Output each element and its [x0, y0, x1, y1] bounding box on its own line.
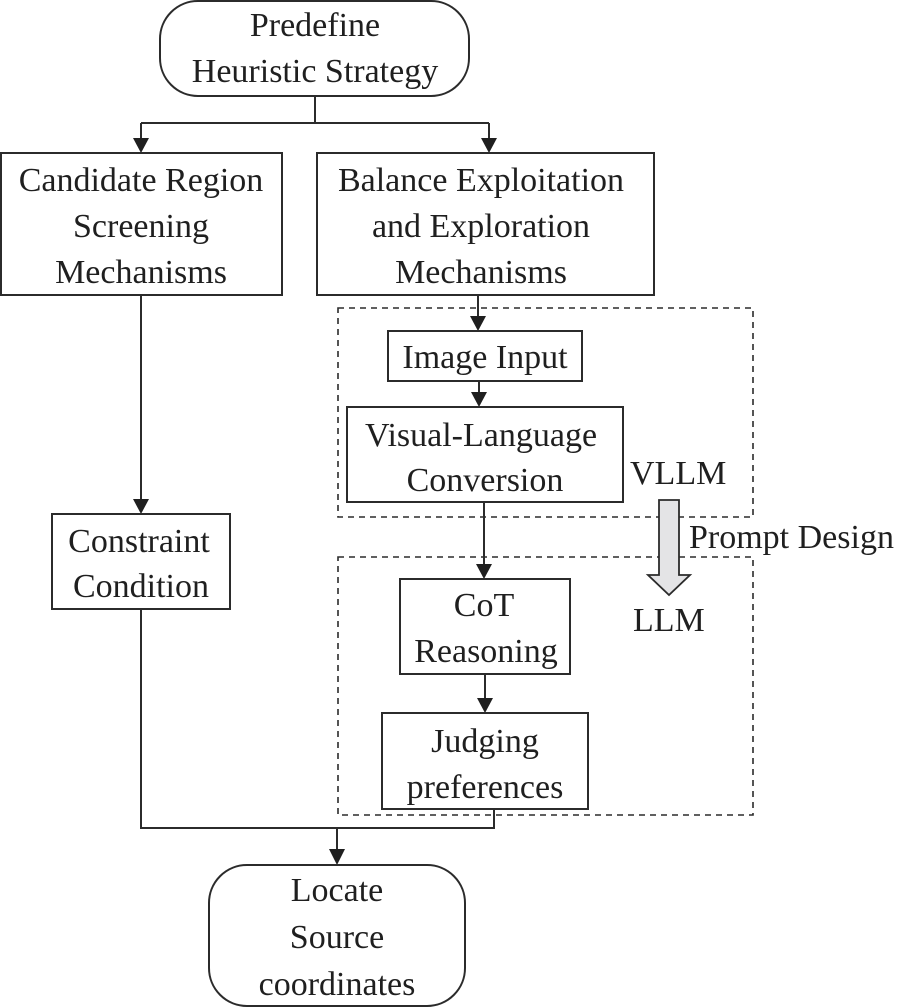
node-cot: CoT Reasoning — [399, 578, 571, 675]
connectors — [133, 96, 497, 865]
balance-line-3: Mechanisms — [395, 254, 567, 291]
candidate-line-2: Screening — [73, 208, 209, 245]
visual-language-line-2: Conversion — [407, 462, 564, 499]
cot-line-1: CoT — [454, 587, 515, 624]
node-locate: Locate Source coordinates — [208, 864, 466, 1007]
balance-line-1: Balance Exploitation — [338, 162, 624, 199]
locate-line-2: Source — [290, 919, 384, 956]
arrowhead-constraint — [133, 499, 149, 514]
arrowhead-cot — [476, 564, 492, 579]
cot-line-2: Reasoning — [414, 633, 558, 670]
visual-language-line-1: Visual-Language — [365, 417, 597, 454]
arrowhead-judging — [477, 698, 493, 713]
balance-line-2: and Exploration — [372, 208, 590, 245]
judging-box — [381, 712, 589, 810]
node-constraint: Constraint Condition — [51, 513, 231, 610]
locate-line-1: Locate — [291, 872, 384, 909]
prompt-design-arrow-icon — [645, 499, 693, 597]
node-image-input: Image Input — [387, 330, 583, 382]
candidate-box — [0, 152, 283, 296]
llm-group-box — [337, 556, 754, 816]
node-candidate: Candidate Region Screening Mechanisms — [0, 152, 283, 296]
constraint-line-2: Condition — [73, 568, 209, 605]
node-predefine: Predefine Heuristic Strategy — [159, 0, 470, 97]
arrowhead-locate — [329, 849, 345, 865]
vllm-group-box — [337, 307, 754, 518]
predefine-box — [159, 0, 470, 97]
visual-language-box — [346, 406, 624, 503]
image-input-box — [387, 330, 583, 382]
judging-line-2: preferences — [407, 769, 564, 806]
predefine-line-1: Predefine — [250, 7, 380, 44]
edge-merge — [140, 609, 495, 829]
constraint-line-1: Constraint — [68, 523, 210, 560]
vllm-label: VLLM — [630, 455, 726, 492]
candidate-line-1: Candidate Region — [19, 162, 264, 199]
balance-box — [316, 152, 655, 296]
node-judging: Judging preferences — [381, 712, 589, 810]
locate-box — [208, 864, 466, 1007]
locate-line-3: coordinates — [259, 966, 416, 1003]
constraint-box — [51, 513, 231, 610]
cot-box — [399, 578, 571, 675]
judging-line-1: Judging — [431, 723, 539, 760]
prompt-design-label: Prompt Design — [689, 519, 894, 556]
arrowhead-visual-language — [471, 392, 487, 407]
predefine-line-2: Heuristic Strategy — [192, 53, 438, 90]
node-balance: Balance Exploitation and Exploration Mec… — [316, 152, 655, 296]
arrowhead-image-input — [470, 316, 486, 331]
candidate-line-3: Mechanisms — [55, 254, 227, 291]
image-input-line-1: Image Input — [402, 339, 568, 376]
arrowhead-balance — [481, 138, 497, 153]
node-visual-language: Visual-Language Conversion — [346, 406, 624, 503]
llm-label: LLM — [633, 602, 705, 639]
arrowhead-candidate — [133, 138, 149, 153]
